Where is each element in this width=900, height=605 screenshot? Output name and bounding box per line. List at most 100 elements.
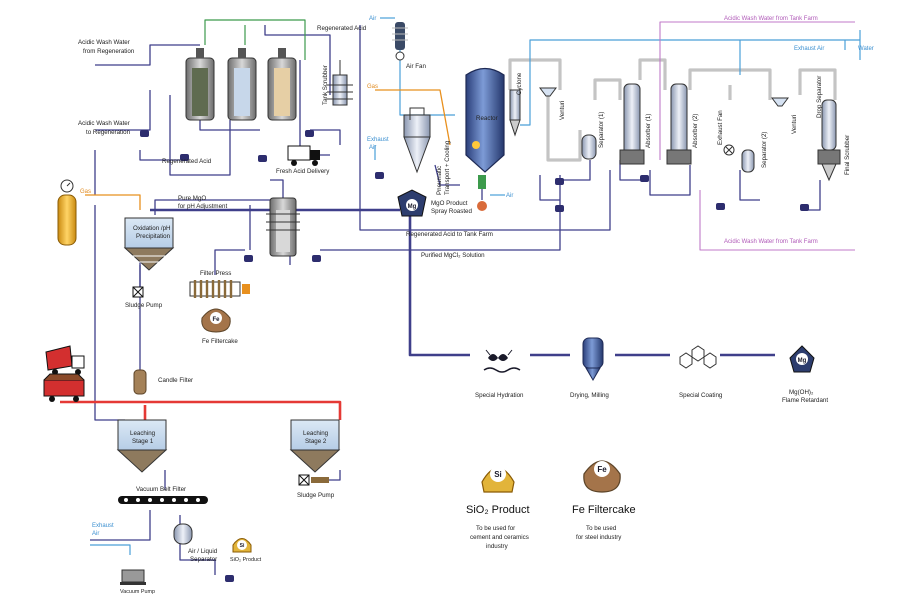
label-pure-mgo: Pure MgO bbox=[178, 195, 206, 202]
label-absorber2: Absorber (2) bbox=[692, 114, 699, 148]
label-cyclone: Cyclone bbox=[516, 72, 523, 95]
label-oxidation-2: Precipitation bbox=[136, 233, 171, 240]
sludge-pump-2 bbox=[298, 474, 329, 486]
storage-tank-1 bbox=[185, 48, 215, 121]
vacuum-pump bbox=[120, 569, 146, 585]
label-sio2-small: SiO₂ Product bbox=[230, 557, 262, 563]
label-leach2: Leaching bbox=[303, 430, 329, 437]
label-regen-acid-top: Regenerated Acid bbox=[317, 25, 367, 32]
label-mgo-product-2: Spray Roasted bbox=[431, 208, 472, 215]
label-air-top: Air bbox=[369, 16, 376, 22]
fe-badge-small bbox=[201, 308, 231, 333]
filter-press bbox=[189, 280, 250, 298]
tank-scrubber bbox=[327, 60, 353, 106]
label-regen-tank-farm: Regenerated Acid to Tank Farm bbox=[406, 231, 493, 238]
drying-mill-icon bbox=[582, 337, 604, 381]
separator-2 bbox=[741, 149, 755, 173]
sio2-badge-small bbox=[232, 538, 252, 553]
sludge-pump-1 bbox=[132, 286, 144, 298]
label-sludge-pump-2: Sludge Pump bbox=[297, 492, 335, 499]
label-air-fan: Air Fan bbox=[406, 63, 427, 70]
label-sio2-desc-3: industry bbox=[486, 543, 509, 550]
air-fan bbox=[392, 22, 408, 61]
pipe-network bbox=[60, 17, 861, 575]
label-vacuum-belt: Vacuum Belt Filter bbox=[136, 486, 186, 493]
reaction-column bbox=[266, 197, 300, 257]
badge-si-text: Si bbox=[240, 543, 245, 549]
acid-truck-icon bbox=[287, 145, 320, 166]
badge-fe-text-2: Fe bbox=[597, 465, 607, 474]
final-scrubber bbox=[817, 99, 841, 182]
exhaust-fan bbox=[723, 144, 735, 156]
label-purified: Purified MgCl₂ Solution bbox=[421, 252, 485, 259]
label-sio2-desc-2: cement and ceramics bbox=[470, 534, 529, 541]
absorber-2 bbox=[666, 83, 692, 165]
pneumatic-hopper bbox=[403, 107, 431, 174]
storage-tank-3 bbox=[267, 48, 297, 121]
label-mgoh: Mg(OH)₂ bbox=[789, 389, 814, 396]
leaching-tank-2 bbox=[289, 419, 341, 473]
label-leach2-2: Stage 2 bbox=[305, 438, 327, 445]
badge-mg-text-2: Mg bbox=[798, 358, 807, 364]
oxidation-tank bbox=[123, 217, 175, 271]
label-drying: Drying, Milling bbox=[570, 392, 609, 399]
badge-mg-text: Mg bbox=[408, 204, 417, 210]
label-drop-sep: Drop Separator bbox=[816, 76, 823, 118]
label-filter-press: Filter Press bbox=[200, 270, 231, 277]
label-special-hydration: Special Hydration bbox=[475, 392, 524, 399]
leaching-tank-1 bbox=[116, 419, 168, 473]
separator-1 bbox=[581, 134, 597, 160]
label-special-coating: Special Coating bbox=[679, 392, 723, 399]
label-exhaust-air-mid: Exhaust bbox=[367, 137, 389, 143]
air-liquid-separator bbox=[173, 523, 193, 545]
sio2-badge-large bbox=[481, 466, 515, 493]
badge-fe-text: Fe bbox=[212, 317, 220, 323]
label-fe-big: Fe Filtercake bbox=[572, 504, 636, 516]
label-fe-filtercake-small: Fe Filtercake bbox=[202, 338, 238, 345]
mgoh-badge bbox=[789, 345, 815, 373]
label-candle-filter: Candle Filter bbox=[158, 377, 193, 384]
label-absorber1: Absorber (1) bbox=[645, 114, 652, 148]
label-sio2-big: SiO₂ Product bbox=[466, 504, 530, 516]
label-separator1: Separator (1) bbox=[598, 112, 605, 148]
venturi-2 bbox=[771, 97, 789, 107]
label-water: Water bbox=[858, 46, 874, 52]
label-fresh-acid: Fresh Acid Delivery bbox=[276, 168, 330, 175]
label-venturi2: Venturi bbox=[791, 115, 798, 134]
gas-cylinder bbox=[57, 179, 77, 246]
label-mgoh-2: Flame Retardant bbox=[782, 397, 828, 404]
label-fe-desc: To be used bbox=[586, 525, 617, 532]
label-air-liquid-2: Separator bbox=[190, 556, 217, 563]
absorber-1 bbox=[619, 83, 645, 165]
label-pneumatic: Pneumatic bbox=[436, 166, 443, 195]
label-air-liquid: Air / Liquid bbox=[188, 548, 218, 555]
label-pneumatic-2: Transport + Cooling bbox=[444, 140, 451, 195]
label-regen-acid: Regenerated Acid bbox=[162, 158, 212, 165]
venturi-1 bbox=[539, 87, 557, 97]
label-sludge-pump: Sludge Pump bbox=[125, 302, 163, 309]
label-air-reactor: Air bbox=[506, 193, 513, 199]
label-oxidation: Oxidation /pH bbox=[133, 225, 171, 232]
vacuum-belt-filter bbox=[118, 496, 208, 504]
label-exhaust-air-right: Exhaust Air bbox=[794, 46, 824, 52]
label-gas-left: Gas bbox=[80, 189, 91, 195]
label-exhaust-fan: Exhaust Fan bbox=[717, 110, 724, 145]
label-pure-mgo-2: for pH Adjustment bbox=[178, 203, 227, 210]
label-tank-scrubber: Tank Scrubber bbox=[322, 65, 329, 105]
label-final-scrub: Final Scrubber bbox=[844, 135, 851, 175]
label-exhaust-air-left: Exhaust bbox=[92, 523, 114, 529]
label-acidic-tank-top: Acidic Wash Water from Tank Farm bbox=[724, 16, 818, 22]
label-vacuum-pump: Vacuum Pump bbox=[120, 589, 155, 595]
label-exhaust-air-left-2: Air bbox=[92, 531, 99, 537]
label-acidic-from-2: from Regeneration bbox=[83, 48, 135, 55]
label-exhaust-air-mid-2: Air bbox=[369, 145, 376, 151]
label-mgo-product: MgO Product bbox=[431, 200, 468, 207]
cyclone bbox=[509, 89, 521, 137]
label-separator2: Separator (2) bbox=[761, 132, 768, 168]
label-reactor: Reactor bbox=[476, 115, 498, 122]
reactor bbox=[465, 67, 505, 211]
pump-set bbox=[140, 130, 809, 582]
mgo-badge-small bbox=[397, 189, 427, 217]
candle-filter bbox=[133, 369, 147, 395]
